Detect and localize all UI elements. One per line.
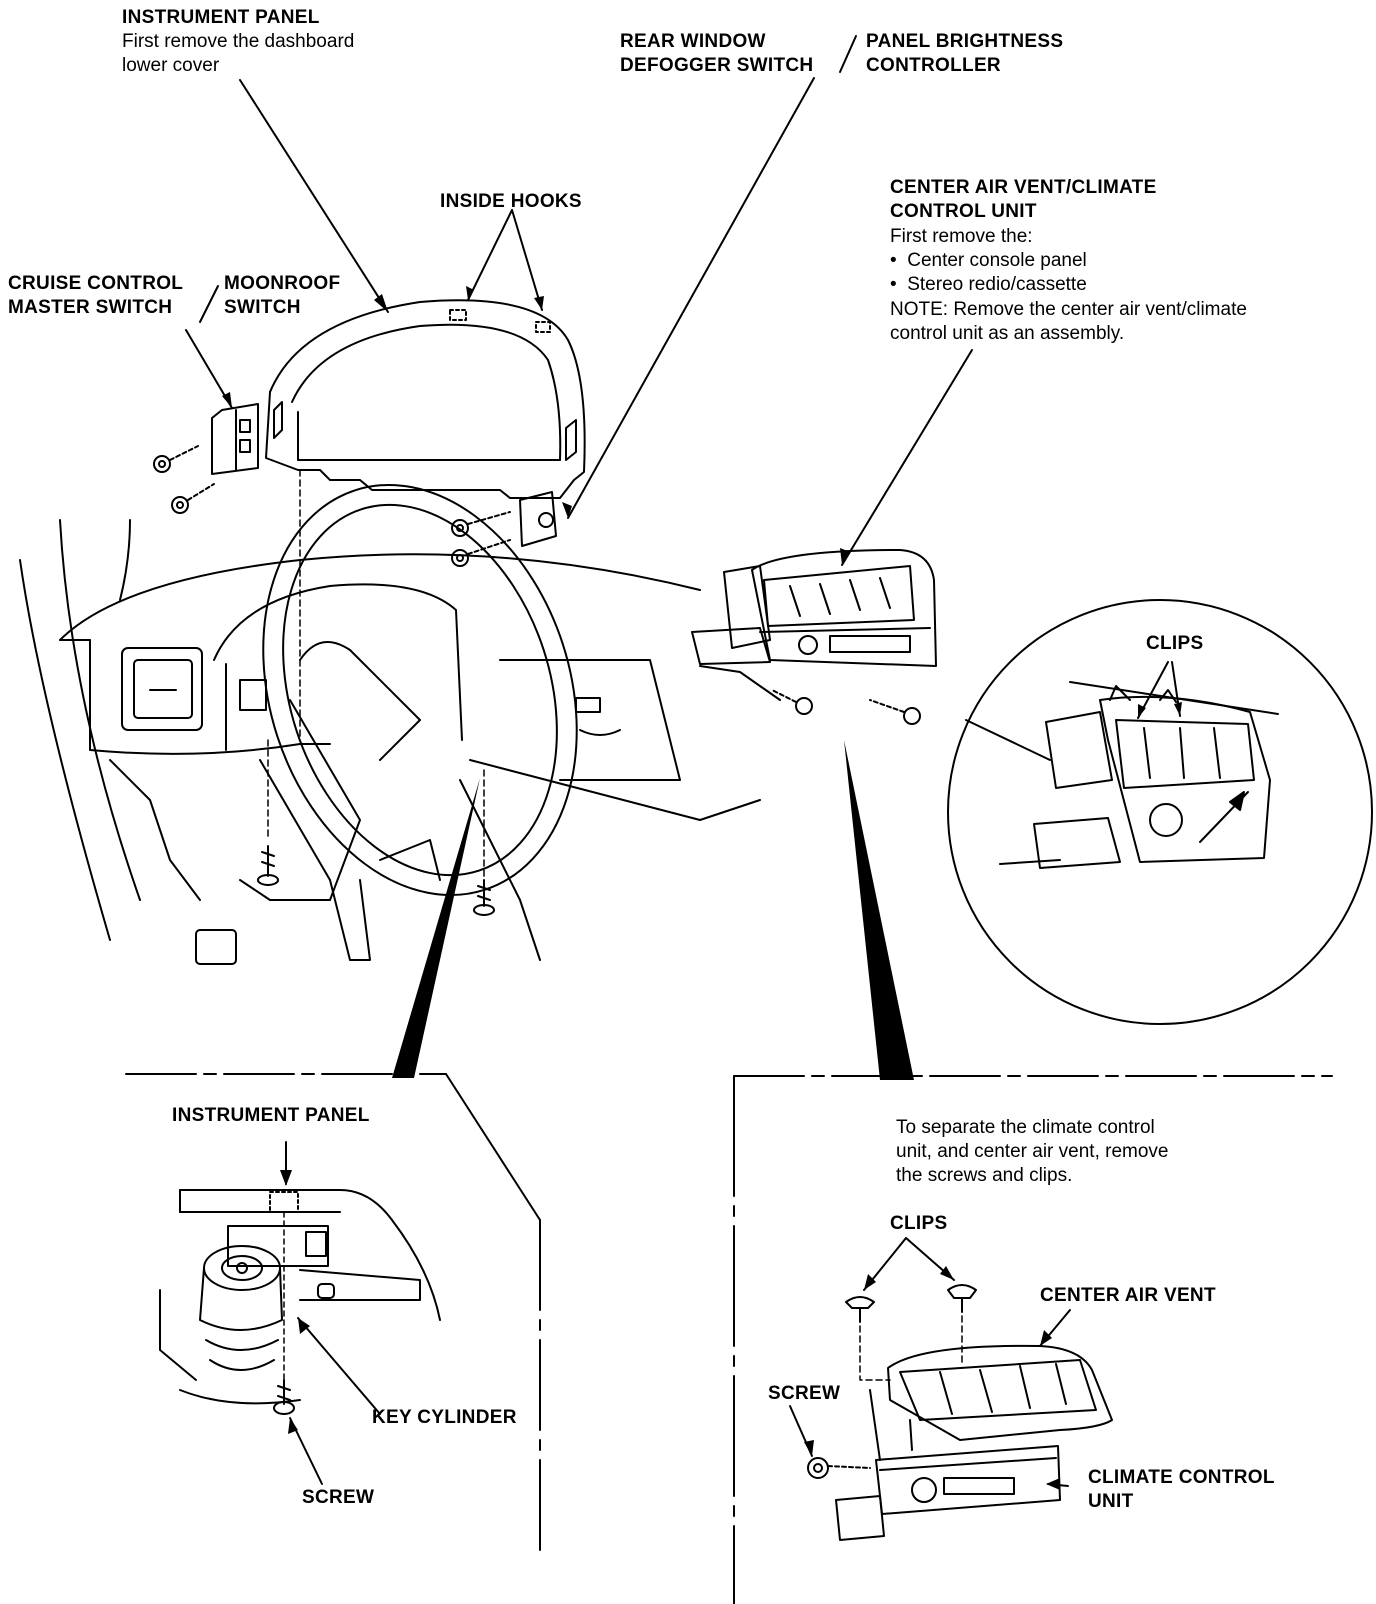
center-vent-note-1: NOTE: Remove the center air vent/climate (890, 299, 1247, 320)
detail-instrument-panel-label: INSTRUMENT PANEL (172, 1105, 370, 1126)
exploded-arrowheads (804, 1266, 1060, 1490)
separate-instruction-2: unit, and center air vent, remove (896, 1141, 1169, 1162)
cruise-control-switch (211, 403, 259, 475)
instrument-panel-bezel (265, 299, 586, 499)
center-vent-assembly (691, 549, 937, 725)
moonroof-label-2: SWITCH (224, 297, 301, 318)
panel-brightness-label-1: PANEL BRIGHTNESS (866, 31, 1064, 52)
detail-screw-label-right: SCREW (768, 1383, 841, 1404)
clips-circle-detail (947, 599, 1373, 1025)
leader-lines (185, 35, 1181, 719)
exploded-view (789, 1237, 1113, 1541)
rear-window-label-2: DEFOGGER SWITCH (620, 55, 814, 76)
detail-clips-label: CLIPS (890, 1213, 948, 1234)
panel-brightness-label-2: CONTROLLER (866, 55, 1001, 76)
center-vent-bullet-2-text: Stereo redio/cassette (907, 274, 1087, 295)
leader-arrowheads (222, 286, 1182, 718)
center-vent-bullet-1-text: Center console panel (907, 250, 1087, 271)
climate-control-label-1: CLIMATE CONTROL (1088, 1467, 1275, 1488)
callout-pointers (392, 740, 914, 1080)
key-cylinder-detail (159, 1141, 441, 1485)
center-vent-first: First remove the: (890, 226, 1033, 247)
climate-control-label-2: UNIT (1088, 1491, 1134, 1512)
instrument-panel-title: INSTRUMENT PANEL (122, 7, 320, 28)
center-air-vent-label: CENTER AIR VENT (1040, 1285, 1216, 1306)
cruise-control-label-2: MASTER SWITCH (8, 297, 173, 318)
center-vent-bullet-1: • Center console panel (890, 250, 1087, 271)
detail-frame-left (125, 1073, 541, 1561)
defogger-switch (451, 491, 557, 567)
cruise-control-label-1: CRUISE CONTROL (8, 273, 184, 294)
detail-screw-label-left: SCREW (302, 1487, 375, 1508)
rear-window-label-1: REAR WINDOW (620, 31, 766, 52)
moonroof-label-1: MOONROOF (224, 273, 341, 294)
key-cylinder-label: KEY CYLINDER (372, 1407, 517, 1428)
circle-clips-label: CLIPS (1146, 633, 1204, 654)
center-vent-title-1: CENTER AIR VENT/CLIMATE (890, 177, 1157, 198)
instrument-panel-note-2: lower cover (122, 55, 220, 76)
center-vent-title-2: CONTROL UNIT (890, 201, 1037, 222)
center-vent-note-2: control unit as an assembly. (890, 323, 1125, 344)
dashboard-outline (19, 469, 761, 965)
separate-instruction-3: the screws and clips. (896, 1165, 1073, 1186)
detail-frame-right (733, 1075, 1333, 1604)
instrument-panel-note-1: First remove the dashboard (122, 31, 355, 52)
separate-instruction-1: To separate the climate control (896, 1117, 1155, 1138)
screws-left (153, 445, 215, 514)
center-vent-bullet-2: • Stereo redio/cassette (890, 274, 1087, 295)
inside-hooks-label: INSIDE HOOKS (440, 191, 582, 212)
key-cylinder-arrowheads (280, 1170, 310, 1434)
